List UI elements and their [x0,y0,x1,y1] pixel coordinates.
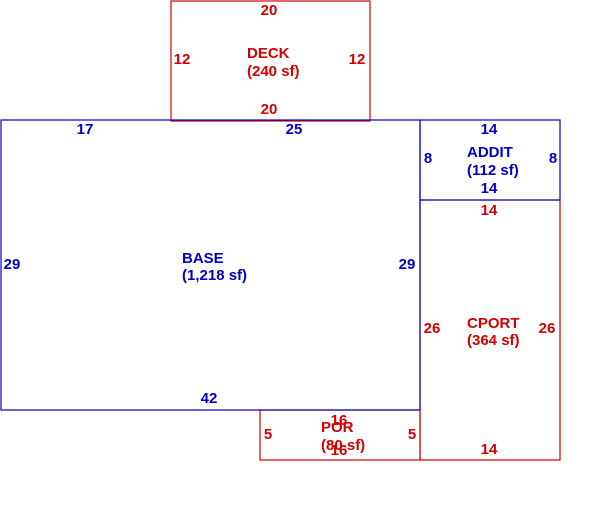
base-dim-top-right: 25 [286,121,303,138]
porch-dim-right: 5 [408,426,416,443]
carport-dim-right: 26 [539,320,556,337]
carport-dim-top: 14 [481,202,498,219]
carport-dim-bottom: 14 [481,441,498,458]
addition-outline [419,119,561,201]
base-area: 17 25 29 29 42 BASE (1,218 sf) [0,119,421,411]
base-dim-right: 29 [399,256,416,273]
addition-area-sf: (112 sf) [467,162,519,179]
base-dim-bottom: 42 [201,390,218,407]
deck-area-sf: (240 sf) [247,63,300,80]
carport-label: CPORT [467,315,520,332]
deck-dim-bottom: 20 [261,101,278,118]
addition-dim-right: 8 [549,150,557,167]
porch-dim-bottom: 16 [331,442,348,459]
porch-area-sf: (80 sf) [321,437,365,454]
porch-area: 16 16 5 5 POR (80 sf) [259,409,421,461]
porch-label: POR [321,419,354,436]
addition-dim-left: 8 [424,150,432,167]
carport-area: 14 14 26 26 CPORT (364 sf) [419,199,561,461]
deck-dim-top: 20 [261,2,278,19]
addition-label: ADDIT [467,144,513,161]
deck-area: 20 20 12 12 DECK (240 sf) [170,0,371,122]
deck-label: DECK [247,45,290,62]
addition-dim-top: 14 [481,121,498,138]
base-dim-left: 29 [4,256,21,273]
base-outline [0,119,421,411]
deck-dim-right: 12 [349,51,366,68]
carport-area-sf: (364 sf) [467,332,520,349]
addition-dim-bottom: 14 [481,180,498,197]
porch-dim-top: 16 [331,412,348,429]
base-label: BASE [182,250,224,267]
deck-outline [170,0,371,122]
carport-dim-left: 26 [424,320,441,337]
addition-area: 14 14 8 8 ADDIT (112 sf) [419,119,561,201]
base-area-sf: (1,218 sf) [182,267,247,284]
porch-dim-left: 5 [264,426,272,443]
deck-dim-left: 12 [174,51,191,68]
base-dim-top-left: 17 [77,121,94,138]
